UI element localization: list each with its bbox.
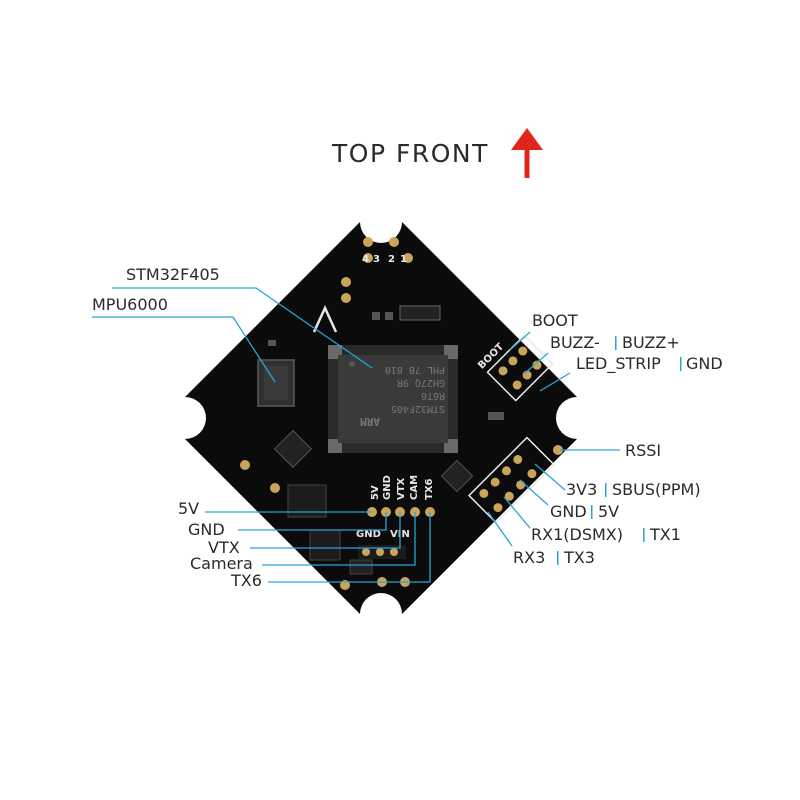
label-led-strip: LED_STRIP [576,354,661,374]
leader-left-vtx [250,512,401,549]
receiver-header [467,436,555,524]
imu-chip [257,359,295,407]
leader-boot [509,331,531,351]
silk-vtx: VTX [396,477,407,500]
label-mpu: MPU6000 [92,295,168,314]
leader-stm32 [112,287,373,369]
label-3v3: 3V3 [566,480,597,499]
silk-tx6: TX6 [424,478,435,500]
label-buzz-minus: BUZZ- [550,333,600,352]
label-led-gnd: GND [686,354,723,373]
leader-buzz [523,352,549,375]
label-left-gnd: GND [188,520,225,539]
top-front-title: TOP FRONT [331,139,489,168]
motor-label-2: 2 [388,254,395,265]
leader-rx1 [503,496,531,529]
leader-left-tx6 [268,512,431,583]
label-left-tx6: TX6 [230,571,262,590]
label-rx3: RX3 [513,548,545,567]
motor-label-3: 3 [373,254,380,265]
leader-3v3 [534,463,566,491]
label-tx1: TX1 [649,525,681,544]
leader-rx3 [487,511,513,547]
label-boot: BOOT [532,311,578,330]
label-left-vtx: VTX [208,538,240,557]
leader-left-camera [262,512,416,566]
motor-label-4: 4 [362,254,369,265]
chip-line1: STM32F405 [391,403,445,414]
leader-left-gnd [238,512,387,531]
leader-led [539,372,571,392]
label-5v-pwr: 5V [598,502,619,521]
label-rssi: RSSI [625,441,661,460]
silk-gnd-col: GND [382,475,393,500]
front-arrow-icon [511,128,543,178]
label-left-5v: 5V [178,499,199,518]
chip-line4: PHL 7B 810 [385,364,445,375]
label-rx1: RX1(DSMX) [531,525,623,544]
chip-line3: GH27Q 9R [396,377,445,388]
label-sbus: SBUS(PPM) [612,480,701,499]
pcb-front-arrow-icon [312,304,338,333]
mcu-chip: ARM STM32F405 R6T6 GH27Q 9R PHL 7B 810 [328,345,458,453]
silk-gnd: GND [356,529,381,540]
silk-cam: CAM [409,475,420,500]
leader-mpu [92,316,276,383]
label-buzz-plus: BUZZ+ [622,333,680,352]
chip-line2: R6T6 [421,390,445,401]
label-tx3: TX3 [563,548,595,567]
label-stm32: STM32F405 [126,265,220,284]
label-gnd-pwr: GND [550,502,587,521]
chip-brand: ARM [360,415,380,428]
leader-gnd5v [519,479,549,506]
motor-label-1: 1 [400,254,407,265]
silk-5v: 5V [370,485,381,500]
label-left-camera: Camera [190,554,253,573]
